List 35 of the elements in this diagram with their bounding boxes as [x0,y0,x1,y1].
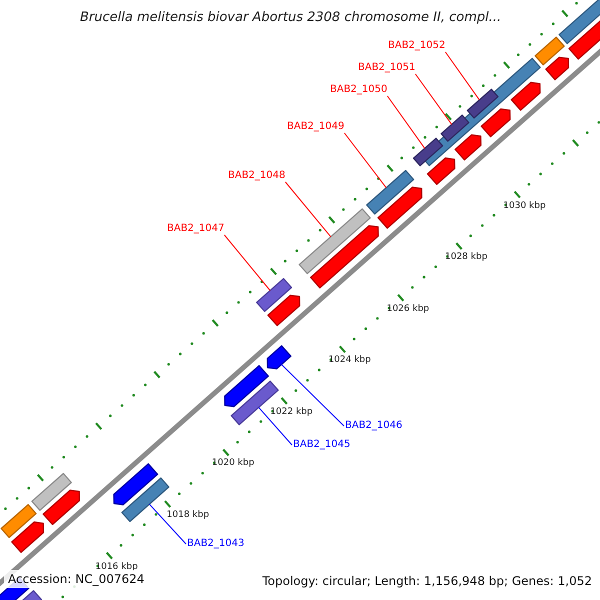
gene-label: BAB2_1045 [293,439,350,451]
gene-label: BAB2_1048 [228,170,286,182]
scale-label: 1026 kbp [386,304,430,315]
scale-label: 1024 kbp [328,355,371,366]
leader-line [281,364,344,426]
leader-line [344,132,387,188]
gene-bar [440,114,470,142]
gene-bar [558,0,600,44]
leader-line [148,504,186,544]
scale-label: 1018 kbp [166,510,210,522]
scale-label: 1022 kbp [270,406,313,418]
scale-label: 1016 kbp [95,562,138,573]
gene-bar [121,477,170,522]
gene-bar [366,170,414,215]
scale-label: 1028 kbp [445,252,488,264]
leader-line [284,182,332,238]
gene-bar [298,208,371,274]
topology-text: Topology: circular; Length: 1,156,948 bp; Genes: 1,052 [262,574,592,588]
gene-bar [466,88,499,119]
gene-arrow-shape [266,345,292,370]
leader-line [258,406,292,446]
gene-label: BAB2_1052 [388,40,446,52]
gene-label: BAB2_1043 [187,538,244,550]
gene-label: BAB2_1050 [330,84,388,96]
scale-label: 1020 kbp [212,458,254,470]
gene-bar [412,138,444,166]
gene-label: BAB2_1047 [167,223,224,235]
leader-line [414,74,452,125]
scale-label: 1030 kbp [503,200,546,212]
leader-line [224,234,271,291]
gene-bar [256,278,292,312]
gene-label: BAB2_1049 [287,121,344,133]
map-title: Brucella melitensis biovar Abortus 2308 chromosome II, compl... [80,10,502,25]
gene-label: BAB2_1051 [358,62,416,74]
gene-label: BAB2_1046 [345,420,402,432]
